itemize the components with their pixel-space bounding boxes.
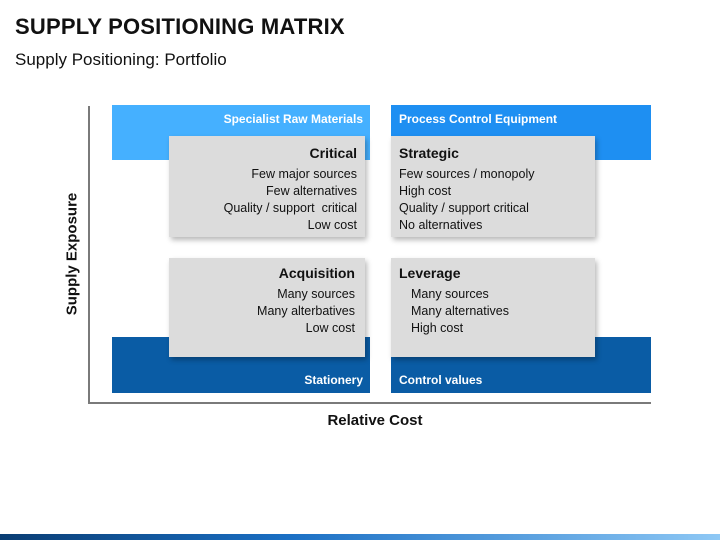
quadrant-title-strategic: Strategic (399, 145, 459, 161)
page-title: SUPPLY POSITIONING MATRIX (15, 14, 345, 39)
band-label-stationery: Stationery (304, 373, 363, 387)
quadrant-item: Low cost (305, 321, 355, 335)
quadrant-item: Many sources (411, 287, 489, 301)
quadrant-title-critical: Critical (309, 145, 357, 161)
quadrant-item: Quality / support critical (223, 201, 357, 215)
quadrant-item: Many sources (277, 287, 355, 301)
band-label-process-control-equipment: Process Control Equipment (399, 112, 558, 126)
quadrant-item: Low cost (307, 218, 357, 232)
quadrant-acquisition: Acquisition Many sources Many alterbativ… (169, 258, 365, 357)
page-subtitle: Supply Positioning: Portfolio (15, 50, 227, 69)
y-axis-label: Supply Exposure (63, 192, 81, 316)
quadrant-item: Many alterbatives (257, 304, 355, 318)
x-axis-label: Relative Cost (327, 412, 423, 429)
x-axis-line (88, 402, 651, 404)
quadrant-strategic: Strategic Few sources / monopoly High co… (391, 136, 595, 237)
quadrant-item: Many alternatives (411, 304, 509, 318)
quadrant-item: High cost (399, 184, 452, 198)
quadrant-critical: Critical Few major sources Few alternati… (169, 136, 365, 237)
quadrant-leverage: Leverage Many sources Many alternatives … (391, 258, 595, 357)
quadrant-item: No alternatives (399, 218, 483, 232)
quadrant-item: Few sources / monopoly (399, 167, 535, 181)
quadrant-item: Quality / support critical (399, 201, 529, 215)
quadrant-item: High cost (411, 321, 464, 335)
quadrant-item: Few major sources (251, 167, 357, 181)
band-label-specialist-raw-materials: Specialist Raw Materials (223, 112, 363, 126)
band-bottom-right: Control values (391, 337, 651, 393)
footer-accent-bar (0, 534, 720, 540)
band-label-control-values: Control values (399, 373, 483, 387)
quadrant-item: Few alternatives (265, 184, 357, 198)
y-axis-line (88, 106, 90, 403)
quadrant-title-leverage: Leverage (399, 265, 461, 281)
quadrant-title-acquisition: Acquisition (278, 265, 355, 281)
